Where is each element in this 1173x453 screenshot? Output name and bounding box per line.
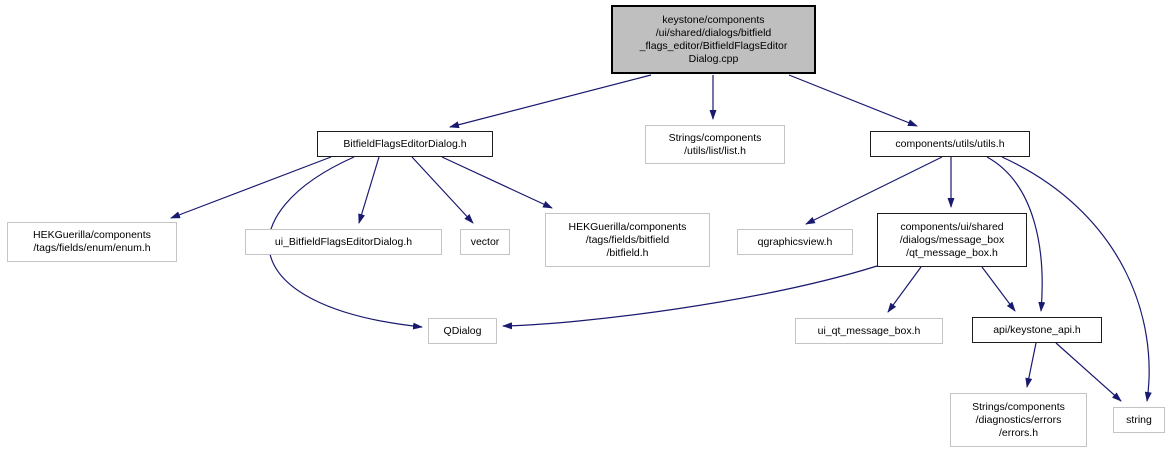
edge-maincpp-to-bitfieldflagseditordialog-h (449, 74, 652, 129)
node-hek-enum-h: HEKGuerilla/components /tags/fields/enum… (7, 222, 177, 262)
node-main-cpp: keystone/components /ui/shared/dialogs/b… (611, 5, 816, 74)
node-ui-qt-message-box-h: ui_qt_message_box.h (795, 318, 943, 344)
node-ui-bitfield-flags-editor-dialog-h: ui_BitfieldFlagsEditorDialog.h (245, 229, 442, 255)
node-vector: vector (460, 229, 510, 255)
edge-qmb-to-ui-qt-message-box-h (887, 266, 922, 313)
edge-bfed-to-ui-bfed-h (358, 156, 380, 224)
edge-utils-to-string (1001, 156, 1152, 402)
edge-utils-to-qgraphicsview-h (805, 156, 943, 225)
node-hek-bitfield-h: HEKGuerilla/components /tags/fields/bitf… (545, 213, 710, 267)
edge-qmb-to-keystone-api-h (981, 266, 1016, 312)
edge-qmb-to-qdialog (502, 265, 878, 330)
edge-bfed-to-hek-enum-h (170, 156, 332, 219)
node-qt-message-box-h[interactable]: components/ui/shared /dialogs/message_bo… (877, 213, 1027, 267)
node-string: string (1113, 407, 1165, 433)
edge-bfed-to-qdialog (268, 156, 423, 330)
node-qgraphicsview-h: qgraphicsview.h (737, 229, 853, 255)
edge-utils-to-keystone-api-h (986, 156, 1046, 312)
node-components-utils-h[interactable]: components/utils/utils.h (870, 131, 1030, 157)
node-qdialog: QDialog (428, 318, 497, 344)
node-api-keystone-api-h[interactable]: api/keystone_api.h (972, 317, 1102, 343)
edge-bfed-to-vector (411, 156, 474, 224)
edge-bfed-to-hek-bitfield-h (441, 156, 553, 209)
edge-keystone-api-to-errors-h (1025, 342, 1037, 388)
node-strings-errors-h: Strings/components /diagnostics/errors /… (950, 393, 1087, 447)
edge-maincpp-to-components-utils-h (788, 74, 918, 127)
edge-keystone-api-to-string (1055, 342, 1122, 402)
node-bitfield-flags-editor-dialog-h[interactable]: BitfieldFlagsEditorDialog.h (317, 131, 493, 157)
node-strings-list-h: Strings/components /utils/list/list.h (645, 125, 785, 164)
